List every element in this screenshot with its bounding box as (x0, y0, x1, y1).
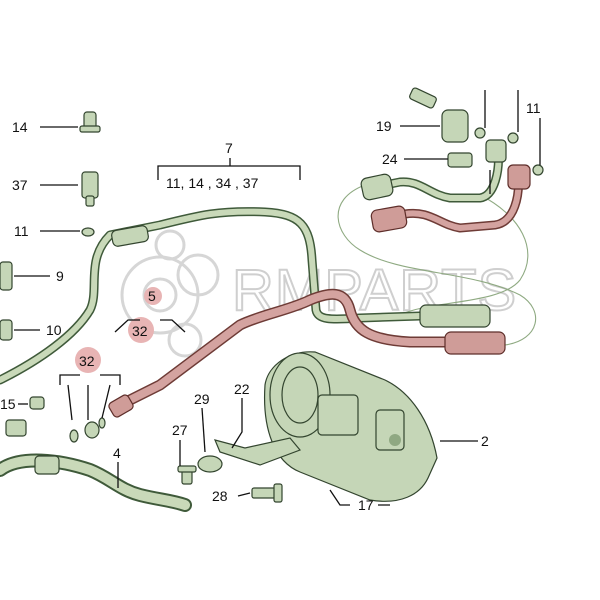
fitting-9 (0, 261, 13, 291)
fitting-15 (5, 396, 45, 437)
upper-line-green (360, 139, 507, 203)
compressor (263, 351, 438, 502)
fitting-37 (81, 171, 99, 207)
callout-11-left: 11 (14, 223, 29, 239)
callout-10: 10 (46, 322, 62, 338)
callout-32-a: 32 (132, 323, 148, 339)
callout-19: 19 (376, 118, 392, 134)
callout-15: 15 (0, 396, 16, 412)
callout-17: 17 (358, 497, 374, 513)
bracket-22 (213, 437, 302, 466)
callout-7: 7 (225, 140, 233, 156)
callout-29: 29 (194, 391, 210, 407)
bolt-19 (409, 87, 469, 143)
grommet-29 (197, 455, 223, 473)
callout-7-sub: 11, 14 , 34 , 37 (166, 175, 259, 191)
callout-4: 4 (113, 445, 121, 461)
upper-line-red (370, 164, 531, 233)
callout-9: 9 (56, 268, 64, 284)
highlight-32b (75, 347, 101, 373)
lower-line-green (0, 453, 192, 512)
fittings-32 (69, 417, 106, 443)
bolt-27 (177, 465, 197, 485)
fitting-14 (79, 111, 101, 133)
callout-24: 24 (382, 151, 398, 167)
bolt-28 (251, 483, 283, 503)
callout-5: 5 (148, 288, 156, 304)
suction-line-red (108, 288, 506, 418)
callout-22: 22 (234, 381, 250, 397)
callout-32-b: 32 (79, 353, 95, 369)
callout-2: 2 (481, 433, 489, 449)
callout-14: 14 (12, 119, 28, 135)
watermark-gear-icon (120, 229, 220, 358)
bolt-24 (447, 152, 473, 168)
callout-11-right: 11 (526, 100, 541, 116)
callout-28: 28 (212, 488, 228, 504)
callout-27: 27 (172, 422, 188, 438)
highlight-32a (128, 317, 154, 343)
leader-lines (14, 90, 541, 506)
fitting-10 (0, 319, 13, 341)
callout-labels: 14 37 11 9 10 15 7 11, 14 , 34 , 37 5 32… (0, 100, 541, 513)
callout-37: 37 (12, 177, 28, 193)
o-ring-11 (81, 227, 95, 237)
pressure-line-green (0, 207, 491, 385)
highlight-5 (144, 287, 162, 305)
nuts-11 (474, 127, 544, 176)
